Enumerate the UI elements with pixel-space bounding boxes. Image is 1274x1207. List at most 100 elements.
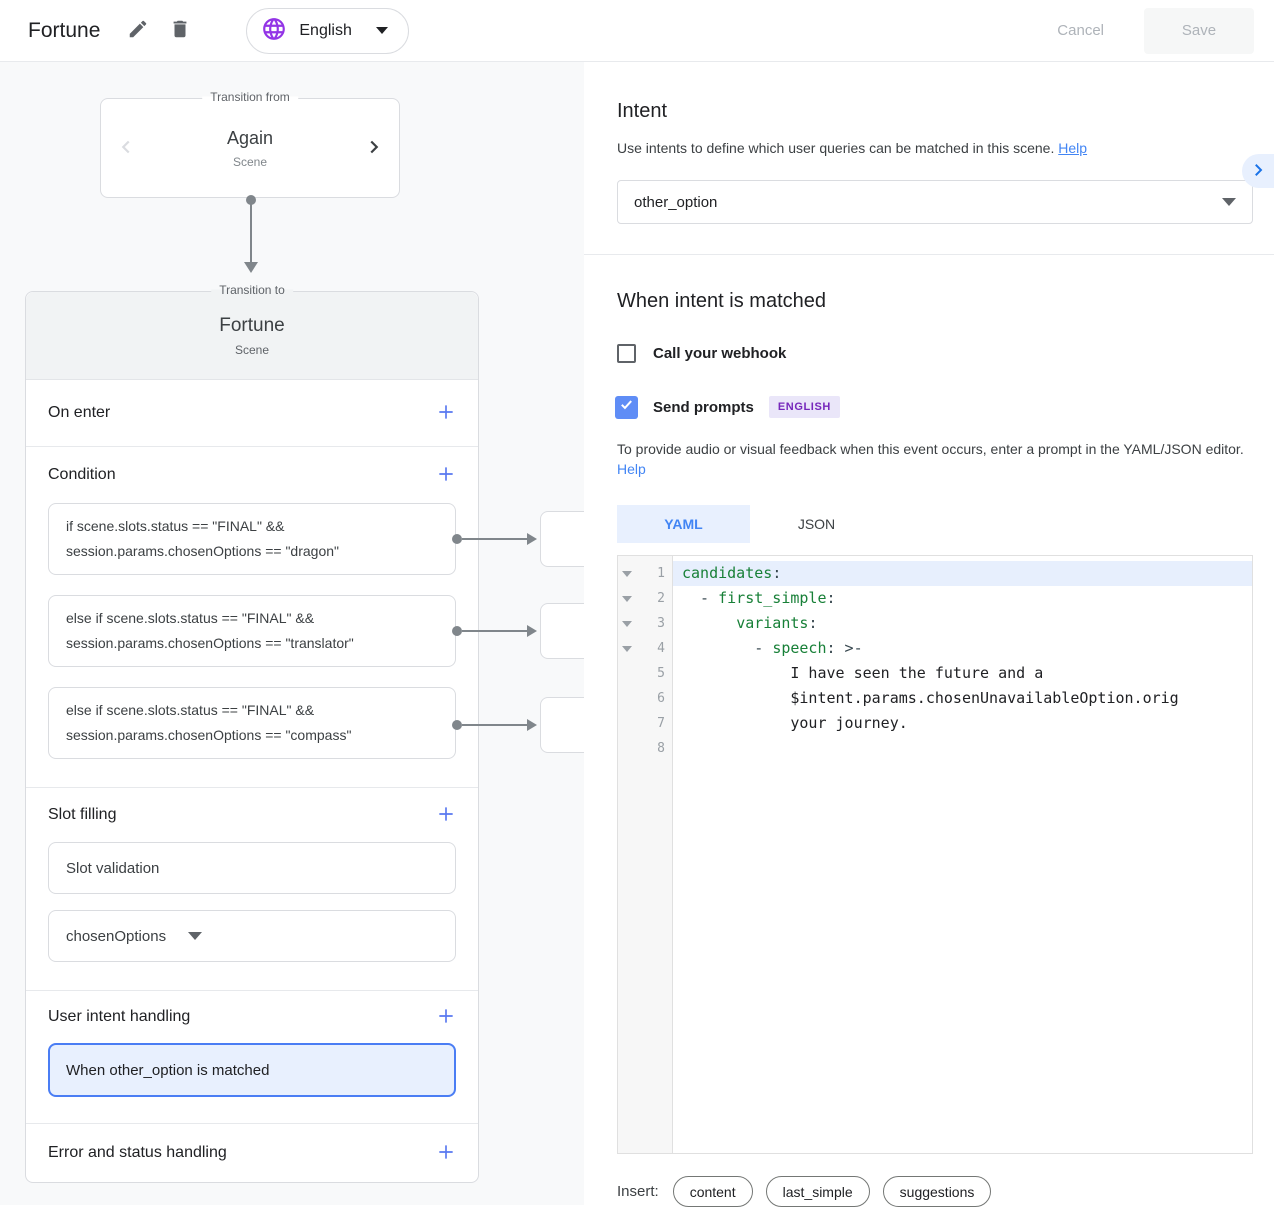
code-line xyxy=(673,736,1252,761)
send-prompts-checkbox[interactable] xyxy=(615,395,638,419)
slot-validation-label: Slot validation xyxy=(66,859,160,877)
code-area[interactable]: candidates: - first_simple: variants: - … xyxy=(673,556,1252,1153)
insert-suggestions-chip[interactable]: suggestions xyxy=(882,1176,992,1207)
prompt-help-link[interactable]: Help xyxy=(617,461,646,477)
plus-icon xyxy=(436,464,456,487)
panel-description: Use intents to define which user queries… xyxy=(617,138,1253,158)
on-enter-label: On enter xyxy=(48,404,111,421)
transition-arrow-line xyxy=(250,200,252,262)
page-title: Fortune xyxy=(28,18,101,42)
slot-validation-card[interactable]: Slot validation xyxy=(48,842,456,894)
chevron-left-icon xyxy=(115,136,137,161)
scene-card-header[interactable]: Fortune Scene xyxy=(26,292,478,380)
on-enter-section: On enter xyxy=(26,380,478,446)
condition-expression-line1: else if scene.slots.status == "FINAL" && xyxy=(66,702,315,718)
next-scene-button[interactable] xyxy=(363,136,385,161)
add-slot-button[interactable] xyxy=(436,804,456,827)
insert-content-chip[interactable]: content xyxy=(672,1176,753,1207)
condition-expression-line2: session.params.chosenOptions == "compass… xyxy=(66,727,352,743)
add-error-handler-button[interactable] xyxy=(436,1142,456,1165)
condition-arrow-line xyxy=(462,724,527,726)
code-line: I have seen the future and a xyxy=(682,664,1044,682)
transition-target-card[interactable] xyxy=(540,603,584,659)
webhook-row: Call your webhook xyxy=(617,344,1253,363)
plus-icon xyxy=(436,402,456,425)
tab-yaml[interactable]: YAML xyxy=(617,505,750,543)
transition-arrow-head xyxy=(244,262,258,273)
prev-scene-button[interactable] xyxy=(115,136,137,161)
plus-icon xyxy=(436,804,456,827)
fold-icon[interactable] xyxy=(618,645,635,652)
user-intent-section: User intent handling When other_option i… xyxy=(26,990,478,1097)
check-icon xyxy=(619,397,634,417)
add-condition-button[interactable] xyxy=(436,464,456,487)
tab-json[interactable]: JSON xyxy=(750,505,883,543)
add-on-enter-button[interactable] xyxy=(436,402,456,425)
yaml-code-editor[interactable]: 1 2 3 4 5 6 7 8 candidates: - first_simp… xyxy=(617,555,1253,1154)
fold-icon[interactable] xyxy=(618,620,635,627)
condition-arrow-line xyxy=(462,538,527,540)
intent-handler-card-selected[interactable]: When other_option is matched xyxy=(48,1043,456,1097)
code-line: - speech: >- xyxy=(682,639,863,657)
from-scene-name: Again xyxy=(226,127,274,148)
condition-arrow-dot xyxy=(452,720,462,730)
condition-label: Condition xyxy=(48,466,116,483)
intent-select-value: other_option xyxy=(634,193,718,211)
transition-target-card[interactable] xyxy=(540,697,584,753)
condition-card[interactable]: if scene.slots.status == "FINAL" && sess… xyxy=(48,503,456,575)
user-intent-label: User intent handling xyxy=(48,1008,191,1025)
webhook-label[interactable]: Call your webhook xyxy=(653,345,787,362)
condition-section: Condition if scene.slots.status == "FINA… xyxy=(26,446,478,759)
to-scene-name: Fortune xyxy=(219,314,285,336)
panel-divider xyxy=(584,254,1274,255)
condition-arrow-head xyxy=(527,625,537,637)
condition-arrow-head xyxy=(527,533,537,545)
send-prompts-label[interactable]: Send prompts xyxy=(653,398,754,416)
help-link[interactable]: Help xyxy=(1058,140,1088,156)
language-label: English xyxy=(299,21,352,39)
slot-filling-section: Slot filling Slot validation chosenOptio… xyxy=(26,787,478,990)
insert-last-simple-chip[interactable]: last_simple xyxy=(765,1176,870,1207)
language-badge: ENGLISH xyxy=(768,396,840,418)
insert-row: Insert: content last_simple suggestions xyxy=(617,1176,1253,1207)
condition-card[interactable]: else if scene.slots.status == "FINAL" &&… xyxy=(48,687,456,759)
delete-scene-button[interactable] xyxy=(164,15,196,47)
editor-gutter: 1 2 3 4 5 6 7 8 xyxy=(618,556,673,1153)
fold-icon[interactable] xyxy=(618,595,635,602)
condition-arrow-dot xyxy=(452,534,462,544)
save-button[interactable]: Save xyxy=(1144,7,1254,54)
collapse-panel-button[interactable] xyxy=(1242,154,1274,188)
intent-handler-label: When other_option is matched xyxy=(66,1061,270,1079)
intent-select[interactable]: other_option xyxy=(617,180,1253,224)
condition-expression-line2: session.params.chosenOptions == "transla… xyxy=(66,635,354,651)
chevron-down-icon xyxy=(375,27,388,34)
language-selector[interactable]: English xyxy=(246,7,409,54)
error-handling-label: Error and status handling xyxy=(48,1144,227,1161)
globe-icon xyxy=(261,16,287,45)
webhook-checkbox[interactable] xyxy=(617,344,636,363)
line-number: 5 xyxy=(657,666,665,681)
cancel-button[interactable]: Cancel xyxy=(1057,22,1104,39)
transition-target-card[interactable] xyxy=(540,511,584,567)
line-number: 8 xyxy=(657,741,665,756)
transition-to-card: Transition to Fortune Scene On enter Con… xyxy=(25,283,479,1183)
fold-icon[interactable] xyxy=(618,570,635,577)
condition-card[interactable]: else if scene.slots.status == "FINAL" &&… xyxy=(48,595,456,667)
condition-arrow-line xyxy=(462,630,527,632)
plus-icon xyxy=(436,1142,456,1165)
transition-from-legend: Transition from xyxy=(202,90,298,104)
slot-card[interactable]: chosenOptions xyxy=(48,910,456,962)
add-intent-handler-button[interactable] xyxy=(436,1006,456,1029)
intent-panel: Intent Use intents to define which user … xyxy=(584,62,1274,1207)
line-number: 7 xyxy=(657,716,665,731)
prompt-description-text: To provide audio or visual feedback when… xyxy=(617,441,1244,457)
from-scene-type: Scene xyxy=(232,154,268,169)
edit-scene-button[interactable] xyxy=(122,15,154,47)
condition-expression-line1: else if scene.slots.status == "FINAL" && xyxy=(66,610,315,626)
condition-arrow-head xyxy=(527,719,537,731)
transition-from-card[interactable]: Transition from Again Scene xyxy=(100,90,400,198)
insert-label: Insert: xyxy=(617,1183,659,1200)
prompt-description: To provide audio or visual feedback when… xyxy=(617,439,1253,479)
line-number: 1 xyxy=(657,566,665,581)
slot-filling-label: Slot filling xyxy=(48,806,117,823)
